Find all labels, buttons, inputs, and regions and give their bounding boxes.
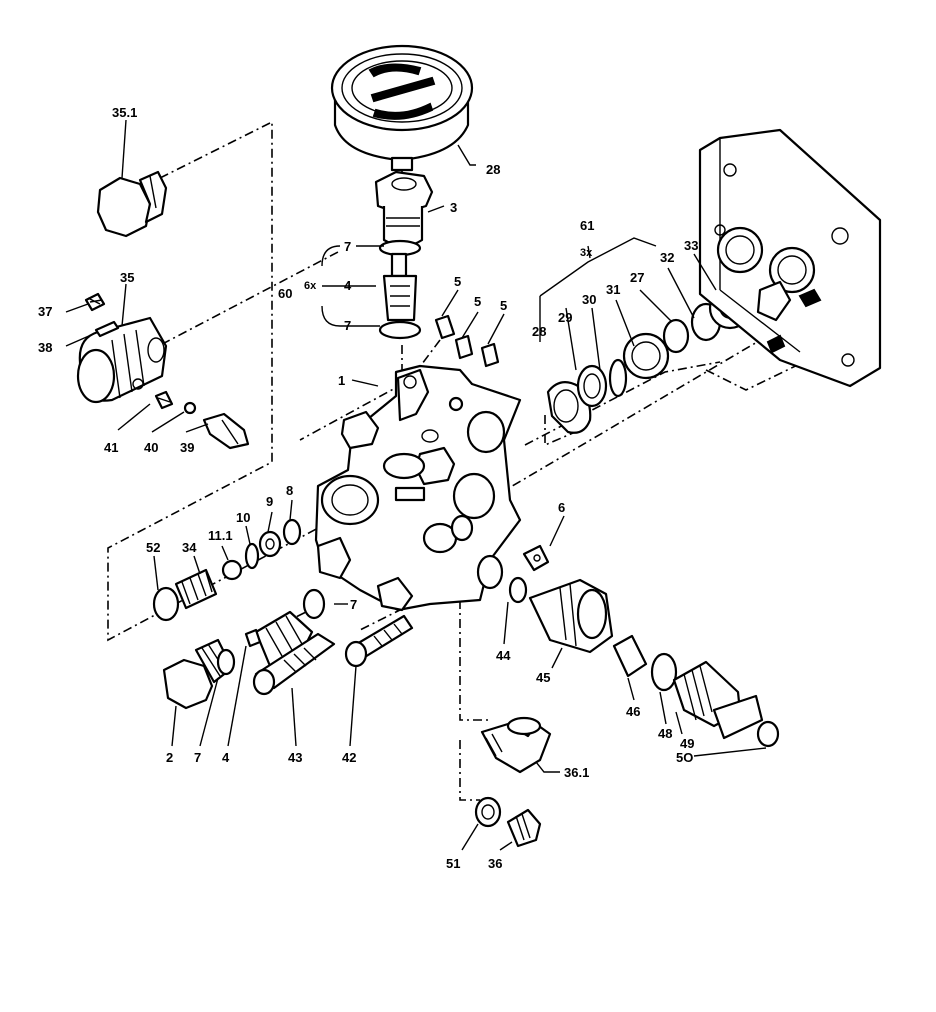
label-35-1: 35.1 — [112, 105, 137, 120]
lower-left-parts — [162, 588, 414, 710]
label-37: 37 — [38, 304, 52, 319]
elbow-36-1 — [480, 716, 552, 774]
plug-35-1 — [96, 170, 168, 238]
pressure-gauge — [330, 44, 474, 172]
label-48: 48 — [658, 726, 672, 741]
label-5-c: 5 — [500, 298, 507, 313]
cap-6 — [522, 544, 550, 572]
label-50: 5O — [676, 750, 693, 765]
label-39: 39 — [180, 440, 194, 455]
label-42: 42 — [342, 750, 356, 765]
label-35: 35 — [120, 270, 134, 285]
fitting-35 — [76, 316, 168, 404]
label-28-gauge: 28 — [486, 162, 500, 177]
label-31: 31 — [606, 282, 620, 297]
label-36-1: 36.1 — [564, 765, 589, 780]
leader-lines — [65, 119, 767, 851]
label-38: 38 — [38, 340, 52, 355]
label-7-b: 7 — [344, 318, 351, 333]
label-29: 29 — [558, 310, 572, 325]
label-61: 61 — [580, 218, 594, 233]
label-34: 34 — [182, 540, 197, 555]
label-33: 33 — [684, 238, 698, 253]
valve-assembly-upper — [378, 239, 422, 340]
ring-51-nipple-36 — [474, 796, 542, 848]
label-7-a: 7 — [344, 239, 351, 254]
label-8: 8 — [286, 483, 293, 498]
label-3x: 3x — [580, 247, 593, 259]
label-6x: 6x — [304, 280, 317, 292]
small-parts-37-38 — [84, 292, 120, 338]
label-51: 51 — [446, 856, 460, 871]
label-44: 44 — [496, 648, 511, 663]
label-40: 40 — [144, 440, 158, 455]
label-32: 32 — [660, 250, 674, 265]
label-4-a: 4 — [344, 278, 352, 293]
label-5-a: 5 — [454, 274, 461, 289]
label-43: 43 — [288, 750, 302, 765]
label-3: 3 — [450, 200, 457, 215]
label-9: 9 — [266, 494, 273, 509]
label-60: 60 — [278, 286, 292, 301]
label-1: 1 — [338, 373, 345, 388]
label-7-c: 7 — [350, 597, 357, 612]
label-45: 45 — [536, 670, 550, 685]
caps-5 — [434, 314, 500, 368]
label-4-b: 4 — [222, 750, 230, 765]
label-7-d: 7 — [194, 750, 201, 765]
label-10: 10 — [236, 510, 250, 525]
label-28-seal: 28 — [532, 324, 546, 339]
label-36: 36 — [488, 856, 502, 871]
label-6: 6 — [558, 500, 565, 515]
crankcase-cover — [698, 128, 882, 388]
label-2: 2 — [166, 750, 173, 765]
label-52: 52 — [146, 540, 160, 555]
small-parts-39-41 — [154, 390, 250, 450]
label-49: 49 — [680, 736, 694, 751]
label-27: 27 — [630, 270, 644, 285]
valve-assembly-left — [152, 518, 302, 622]
adapter-3 — [374, 170, 434, 248]
label-30: 30 — [582, 292, 596, 307]
label-41: 41 — [104, 440, 118, 455]
outlet-assembly — [508, 576, 780, 748]
main-body — [314, 364, 522, 612]
part-labels: 35.1 28 3 7 60 6x 4 7 35 37 38 41 40 39 … — [38, 105, 698, 871]
label-5-b: 5 — [474, 294, 481, 309]
label-46: 46 — [626, 704, 640, 719]
label-11-1: 11.1 — [208, 528, 233, 543]
